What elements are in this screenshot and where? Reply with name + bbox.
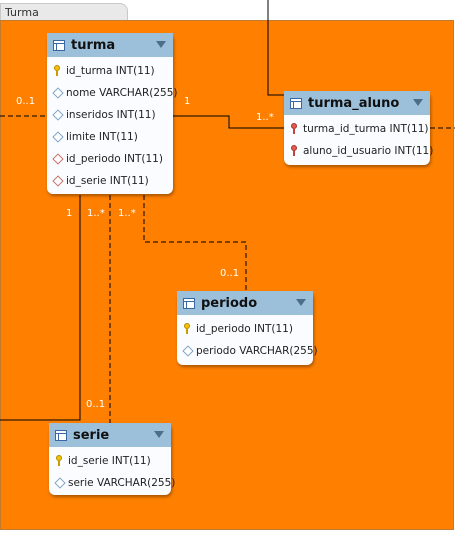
chevron-down-icon[interactable]	[154, 431, 164, 438]
column-icon	[53, 131, 63, 143]
entity-header[interactable]: periodo	[177, 291, 313, 315]
chevron-down-icon[interactable]	[296, 299, 306, 306]
column-icon	[53, 87, 63, 99]
cardinality-left-turma: 0..1	[16, 96, 36, 107]
column-row[interactable]: aluno_id_usuario INT(11)	[284, 140, 434, 162]
entity-periodo[interactable]: periodo id_periodo INT(11) periodo VARCH…	[177, 291, 318, 365]
column-text: periodo VARCHAR(255)	[196, 345, 318, 357]
column-text: serie VARCHAR(255)	[68, 477, 176, 489]
column-text: limite INT(11)	[66, 131, 138, 143]
layer-tab[interactable]: Turma	[0, 3, 128, 20]
cardinality-turma-right: 1	[184, 96, 191, 107]
cardinality-turma-bottom-left: 1	[66, 208, 73, 219]
column-icon	[183, 345, 193, 357]
table-icon	[53, 39, 65, 51]
relation-line-serie-solid	[0, 195, 81, 421]
entity-header[interactable]: serie	[49, 423, 171, 447]
column-row[interactable]: id_periodo INT(11)	[47, 148, 173, 170]
cardinality-turma-bottom-right: 1..*	[118, 208, 136, 219]
entity-title: turma	[71, 37, 116, 53]
column-row[interactable]: id_turma INT(11)	[47, 60, 173, 82]
column-row[interactable]: nome VARCHAR(255)	[47, 82, 178, 104]
column-text: id_turma INT(11)	[66, 65, 155, 77]
entity-serie[interactable]: serie id_serie INT(11) serie VARCHAR(255…	[49, 423, 175, 495]
foreign-key-icon	[290, 123, 300, 135]
foreign-key-icon	[290, 145, 300, 157]
entity-turma-aluno[interactable]: turma_aluno turma_id_turma INT(11) aluno…	[284, 91, 434, 165]
primary-key-icon	[55, 455, 65, 467]
table-icon	[183, 297, 195, 309]
column-text: id_periodo INT(11)	[196, 323, 293, 335]
column-text: id_serie INT(11)	[66, 175, 149, 187]
entity-title: periodo	[201, 295, 258, 311]
cardinality-turma-aluno-left: 1..*	[256, 112, 274, 123]
cardinality-serie-top: 0..1	[86, 399, 106, 410]
relation-line-top	[267, 0, 284, 96]
column-row[interactable]: id_serie INT(11)	[47, 170, 173, 192]
column-row[interactable]: periodo VARCHAR(255)	[177, 340, 318, 362]
entity-title: serie	[73, 427, 110, 443]
column-row[interactable]: id_serie INT(11)	[49, 450, 171, 472]
primary-key-icon	[183, 323, 193, 335]
column-row[interactable]: id_periodo INT(11)	[177, 318, 313, 340]
column-text: turma_id_turma INT(11)	[303, 123, 429, 135]
cardinality-turma-bottom-mid: 1..*	[87, 208, 105, 219]
column-text: aluno_id_usuario INT(11)	[303, 145, 434, 157]
entity-title: turma_aluno	[308, 95, 400, 111]
column-row[interactable]: limite INT(11)	[47, 126, 173, 148]
primary-key-icon	[53, 65, 63, 77]
relation-line-turma-aluno	[173, 115, 284, 129]
column-text: nome VARCHAR(255)	[66, 87, 178, 99]
relation-line-periodo	[143, 195, 247, 291]
column-row[interactable]: turma_id_turma INT(11)	[284, 118, 430, 140]
cardinality-periodo-top: 0..1	[220, 268, 240, 279]
layer-title: Turma	[5, 6, 39, 19]
column-text: id_serie INT(11)	[68, 455, 151, 467]
column-icon	[55, 477, 65, 489]
column-row[interactable]: inseridos INT(11)	[47, 104, 173, 126]
chevron-down-icon[interactable]	[156, 41, 166, 48]
column-row[interactable]: serie VARCHAR(255)	[49, 472, 175, 494]
column-text: id_periodo INT(11)	[66, 153, 163, 165]
chevron-down-icon[interactable]	[413, 99, 423, 106]
column-icon	[53, 109, 63, 121]
foreign-column-icon	[53, 175, 63, 187]
foreign-column-icon	[53, 153, 63, 165]
entity-header[interactable]: turma_aluno	[284, 91, 430, 115]
table-icon	[290, 97, 302, 109]
entity-header[interactable]: turma	[47, 33, 173, 57]
column-text: inseridos INT(11)	[66, 109, 156, 121]
entity-turma[interactable]: turma id_turma INT(11) nome VARCHAR(255)…	[47, 33, 178, 194]
table-icon	[55, 429, 67, 441]
